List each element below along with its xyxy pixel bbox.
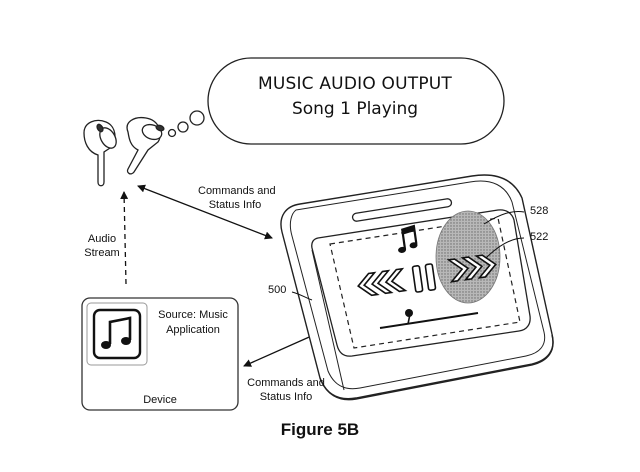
ref-500: 500 xyxy=(268,284,287,296)
source-label: Source: Music Application xyxy=(152,308,234,338)
case-slot xyxy=(351,198,453,222)
commands-label-top: Commands and Status Info xyxy=(198,184,276,212)
audio-stream-label: Audio Stream xyxy=(82,232,122,260)
commands-arrow-bottom xyxy=(243,333,317,367)
commands-label-bottom-line2: Status Info xyxy=(259,391,313,403)
thought-bubble xyxy=(167,57,505,145)
commands-label-bottom-line1: Commands and xyxy=(247,377,325,389)
bubble-title: MUSIC AUDIO OUTPUT xyxy=(257,74,453,94)
bubble-subtitle: Song 1 Playing xyxy=(291,99,419,119)
touch-region-outline xyxy=(329,217,521,349)
music-note-icon xyxy=(398,224,418,253)
audio-stream-arrow xyxy=(120,191,129,285)
commands-label-top-line1: Commands and xyxy=(198,185,276,197)
commands-label-top-line2: Status Info xyxy=(208,199,262,211)
source-label-line1: Source: Music xyxy=(158,309,228,321)
leader-500 xyxy=(291,291,313,301)
audio-stream-label-line2: Stream xyxy=(84,247,120,259)
pause-icon xyxy=(411,263,437,293)
music-app-icon xyxy=(86,302,148,366)
device-label: Device xyxy=(143,394,177,406)
ref-528: 528 xyxy=(530,205,549,217)
commands-arrow-top xyxy=(137,184,273,240)
progress-slider xyxy=(379,309,479,329)
earbuds-icon xyxy=(83,116,165,187)
leader-522 xyxy=(485,237,525,259)
fast-forward-icon xyxy=(446,254,497,283)
figure-caption: Figure 5B xyxy=(280,420,360,439)
leader-528 xyxy=(483,211,525,225)
rewind-icon xyxy=(357,267,408,297)
ref-522: 522 xyxy=(530,231,549,243)
commands-label-bottom: Commands and Status Info xyxy=(244,376,328,404)
audio-stream-label-line1: Audio xyxy=(87,233,117,245)
source-label-line2: Application xyxy=(166,324,220,336)
